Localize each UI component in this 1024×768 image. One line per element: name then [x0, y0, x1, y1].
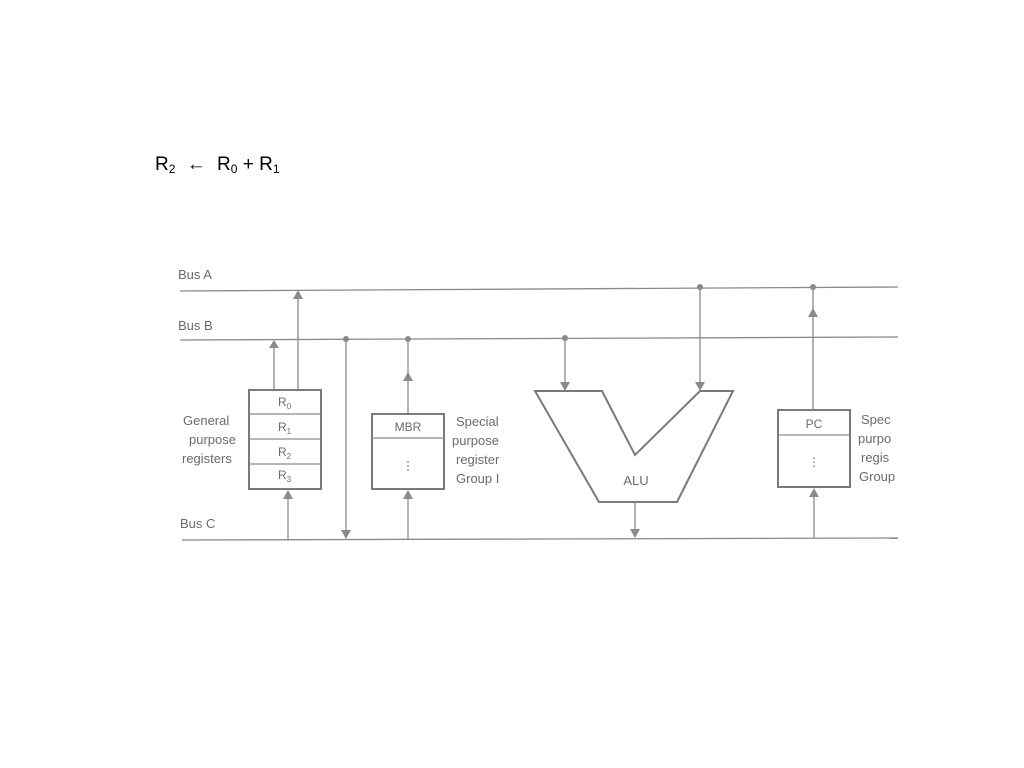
svg-text:purpose: purpose: [189, 432, 236, 447]
down-arrow-icon: [695, 382, 705, 391]
formula-src2: R: [259, 154, 273, 175]
register-r1: R1: [278, 420, 292, 436]
svg-text:R0: R0: [278, 395, 292, 411]
general-register-stack: R0 R1 R2 R3: [248, 389, 322, 490]
svg-text:purpo: purpo: [858, 431, 891, 446]
up-arrow-icon: [808, 308, 818, 317]
bus-b-label: Bus B: [178, 318, 213, 333]
up-arrow-icon: [293, 290, 303, 299]
special-group2-label: Spec purpo regis Group: [858, 412, 895, 484]
bus-c-line: [181, 537, 898, 541]
svg-text:registers: registers: [182, 451, 232, 466]
svg-text:Group I: Group I: [456, 471, 499, 486]
up-arrow-icon: [269, 340, 279, 348]
up-arrow-icon: [283, 490, 293, 499]
svg-text:R1: R1: [278, 420, 292, 436]
up-arrow-icon: [809, 488, 819, 497]
pc-register: PC: [806, 417, 823, 431]
svg-text:purpose: purpose: [452, 433, 499, 448]
bus-a-line: [179, 286, 898, 292]
alu-block: ALU: [533, 390, 735, 503]
general-registers-label: General purpose registers: [182, 413, 236, 466]
special-group1-stack: MBR ⋮: [371, 413, 445, 490]
special-group2-stack: PC ⋮: [777, 409, 851, 488]
special-group1-label: Special purpose register Group I: [452, 414, 500, 486]
down-arrow-icon: [630, 529, 640, 538]
svg-text:Spec: Spec: [861, 412, 891, 427]
register-r0: R0: [278, 395, 292, 411]
svg-text:R2: R2: [278, 445, 292, 461]
ellipsis-icon: ⋮: [808, 455, 820, 469]
mbr-register: MBR: [395, 420, 422, 434]
bus-c-label: Bus C: [180, 516, 215, 531]
formula-src1: R: [216, 154, 231, 175]
formula-src1-sub: 0: [230, 162, 238, 176]
ellipsis-icon: ⋮: [402, 459, 414, 473]
svg-text:regis: regis: [861, 450, 890, 465]
down-arrow-icon: [560, 382, 570, 391]
down-arrow-icon: [341, 530, 351, 539]
up-arrow-icon: [403, 490, 413, 499]
svg-text:R3: R3: [278, 468, 292, 484]
svg-text:Group: Group: [859, 469, 895, 484]
up-arrow-icon: [403, 372, 413, 381]
svg-text:Special: Special: [456, 414, 499, 429]
formula: R2 ← R0 + R1: [155, 154, 280, 176]
register-r3: R3: [278, 468, 292, 484]
formula-dest: R: [155, 154, 169, 175]
bus-a-label: Bus A: [178, 267, 212, 282]
formula-dest-sub: 2: [168, 162, 176, 176]
svg-text:register: register: [456, 452, 500, 467]
left-arrow-icon: ←: [186, 154, 206, 175]
svg-text:General: General: [183, 413, 229, 428]
formula-plus: +: [242, 154, 254, 175]
bus-b-line: [179, 336, 898, 341]
register-r2: R2: [278, 445, 292, 461]
formula-src2-sub: 1: [272, 162, 280, 176]
alu-label: ALU: [623, 473, 648, 488]
